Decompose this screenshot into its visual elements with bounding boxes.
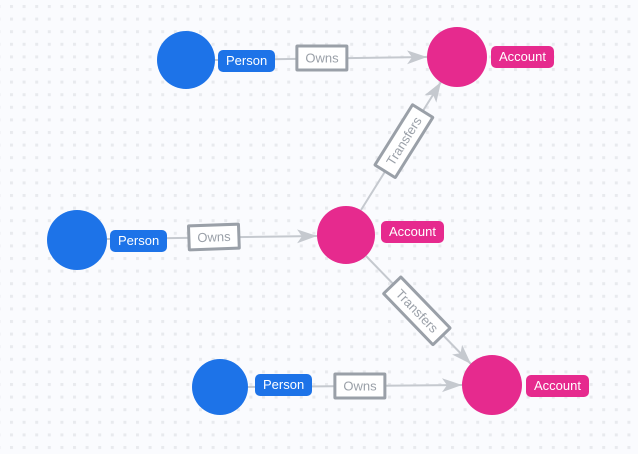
node-label-account-2: Account — [381, 221, 444, 243]
node-label-person-3: Person — [255, 374, 313, 396]
node-label-person-1: Person — [218, 50, 276, 72]
node-label-person-2: Person — [110, 230, 168, 252]
account-node-1[interactable] — [427, 27, 487, 87]
relationship-label-owns-2[interactable]: Owns — [186, 222, 242, 252]
relationship-label-owns-1[interactable]: Owns — [295, 44, 349, 72]
account-node-3[interactable] — [462, 355, 522, 415]
person-node-1[interactable] — [157, 31, 215, 89]
node-label-account-1: Account — [491, 46, 554, 68]
person-node-3[interactable] — [192, 359, 248, 415]
node-label-account-3: Account — [526, 375, 589, 397]
account-node-2[interactable] — [317, 206, 375, 264]
person-node-2[interactable] — [47, 210, 107, 270]
relationship-label-owns-3[interactable]: Owns — [333, 372, 387, 400]
node-circles — [47, 27, 522, 415]
